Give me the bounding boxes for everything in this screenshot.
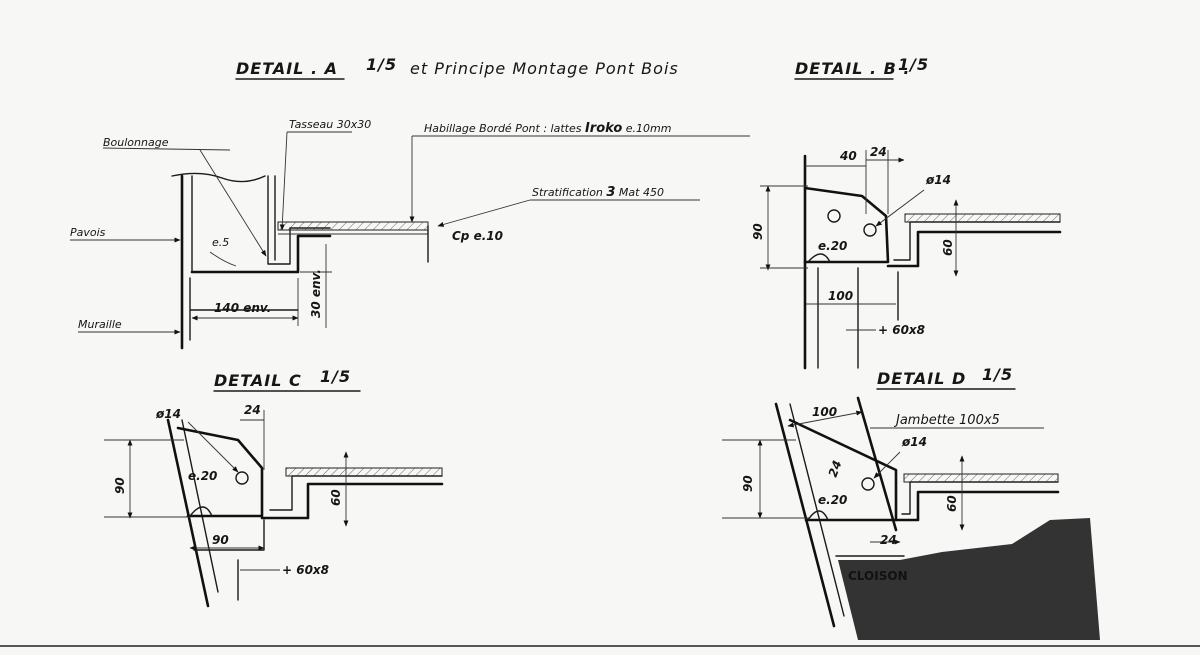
detail-b-plate: + 60x8	[878, 323, 925, 337]
detail-b-dim-40: 40	[839, 149, 857, 163]
detail-a-stratification-label: Stratification 3 Mat 450	[532, 185, 664, 200]
detail-c-plate: + 60x8	[282, 563, 329, 577]
detail-a-boulonnage-label: Boulonnage	[103, 136, 169, 149]
detail-d-phi-leader	[873, 451, 901, 479]
detail-d: DETAIL D 1/5 100 Jambette 100x5 ø14 24 9…	[722, 365, 1100, 640]
detail-d-dim-24a: 24	[826, 459, 845, 479]
detail-c-dim-60: 60	[329, 489, 343, 506]
detail-b-deck-planks	[904, 213, 1061, 223]
detail-d-weld-arc	[807, 510, 829, 521]
detail-b-dim-60: 60	[941, 239, 955, 256]
detail-a-cp-label: Cp e.10	[452, 229, 503, 243]
detail-c-hull-inner	[181, 419, 219, 593]
detail-a-tasseau-label: Tasseau 30x30	[289, 118, 371, 131]
detail-b-phi: ø14	[925, 173, 951, 187]
detail-d-dim-60: 60	[945, 495, 959, 512]
detail-a-stratification-bold: 3	[606, 185, 615, 200]
detail-a: DETAIL . A 1/5 et Principe Montage Pont …	[70, 55, 750, 350]
detail-b-support	[817, 267, 899, 369]
detail-a-boulonnage-leader-h	[102, 147, 231, 151]
detail-a-habillage-bold: Iroko	[585, 121, 622, 136]
detail-b-e20: e.20	[818, 239, 847, 253]
detail-d-jambette	[856, 396, 898, 532]
detail-d-dim-100-line	[787, 410, 863, 428]
detail-b-dim-100: 100	[828, 289, 853, 303]
detail-a-habillage-label: Habillage Bordé Pont : lattes Iroko e.10…	[424, 121, 671, 136]
detail-c-dim-24: 24	[244, 403, 261, 417]
detail-b-bracket	[886, 230, 1062, 268]
detail-c-hull	[166, 418, 210, 608]
detail-d-bracket	[894, 490, 1060, 522]
detail-c-dim-90b: 90	[212, 533, 229, 547]
detail-d-gusset	[788, 418, 898, 522]
detail-a-support	[189, 277, 299, 341]
detail-c-dim-90: 90	[113, 477, 127, 494]
detail-b-scale: 1/5	[898, 55, 929, 74]
detail-c-title-text: DETAIL C	[214, 371, 302, 390]
detail-b-weld-arc	[807, 253, 831, 263]
detail-b-dim-24: 24	[870, 145, 887, 159]
detail-d-scale: 1/5	[982, 365, 1013, 384]
detail-a-stratification-leader	[437, 199, 531, 227]
detail-a-bracket	[190, 234, 332, 274]
detail-d-title-text: DETAIL D	[877, 369, 966, 388]
detail-c-bracket	[260, 482, 444, 520]
detail-d-hull	[774, 402, 836, 628]
detail-c-deck-planks	[285, 467, 443, 477]
detail-a-tasseau-leader	[279, 131, 288, 231]
detail-b: DETAIL . B . 1/5 40 24 ø14 90 e.20 60	[751, 55, 1062, 370]
detail-a-deck-planks	[277, 221, 429, 231]
detail-a-title: DETAIL . A 1/5 et Principe Montage Pont …	[235, 55, 679, 80]
detail-d-e20: e.20	[818, 493, 847, 507]
detail-d-deck-planks	[903, 473, 1059, 483]
detail-a-stratification-prefix: Stratification	[532, 186, 606, 199]
detail-b-gusset	[803, 186, 890, 264]
detail-b-phi-leader	[875, 189, 925, 227]
detail-c-weld-arc	[189, 506, 213, 517]
detail-a-habillage-prefix: Habillage Bordé Pont : lattes	[424, 122, 585, 135]
detail-d-cloison-label: CLOISON	[848, 569, 908, 583]
detail-b-bolt-1	[827, 209, 841, 223]
detail-d-hull-inner	[789, 403, 845, 617]
detail-c-phi-leader	[187, 421, 239, 473]
detail-d-dim-24b: 24	[880, 533, 897, 547]
detail-c-bracket-inner	[269, 475, 443, 511]
detail-a-title-text: DETAIL . A	[236, 59, 338, 78]
detail-c-bolt	[235, 471, 249, 485]
detail-c-gusset	[176, 426, 264, 518]
detail-d-phi: ø14	[901, 435, 927, 449]
detail-a-scale: 1/5	[366, 55, 397, 74]
detail-b-title-text: DETAIL . B .	[795, 59, 910, 78]
detail-c-e20: e.20	[188, 469, 217, 483]
detail-a-subtitle: et Principe Montage Pont Bois	[410, 59, 679, 78]
detail-c-scale: 1/5	[320, 367, 351, 386]
detail-a-pavois-label: Pavois	[70, 226, 106, 239]
detail-a-wall-break	[171, 172, 266, 183]
detail-a-e5-label: e.5	[212, 236, 229, 249]
detail-a-habillage-suffix: e.10mm	[622, 122, 671, 135]
detail-a-e5-leader	[209, 251, 237, 267]
detail-a-boulonnage-leader	[199, 149, 267, 257]
detail-d-dim-90: 90	[741, 475, 755, 492]
detail-d-bracket-inner	[901, 481, 1059, 515]
detail-b-dim-90: 90	[751, 223, 765, 240]
detail-b-bolt-2	[863, 223, 877, 237]
detail-c: DETAIL C 1/5 ø14 24 90 e.20 60 90 + 60x8	[104, 367, 444, 608]
detail-d-bolt	[861, 477, 875, 491]
detail-d-dim-100: 100	[812, 405, 837, 419]
detail-a-muraille-label: Muraille	[78, 318, 122, 331]
detail-c-phi: ø14	[155, 407, 181, 421]
detail-d-cloison-fill	[838, 518, 1100, 640]
detail-a-stratification-suffix: Mat 450	[615, 186, 664, 199]
detail-a-dim-30: 30 env.	[309, 269, 323, 318]
detail-d-jambette-label: Jambette 100x5	[893, 413, 1000, 428]
detail-a-dim-140: 140 env.	[214, 301, 271, 315]
